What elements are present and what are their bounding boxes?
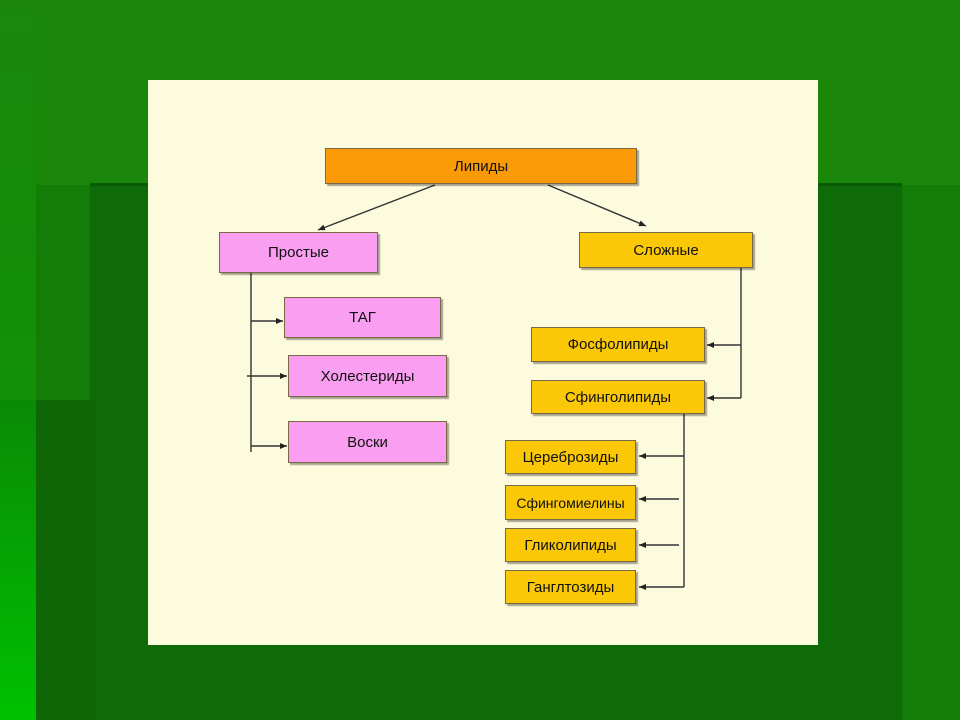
node-sphingomyelins: Сфингомиелины bbox=[505, 485, 636, 520]
node-sphingolipids-label: Сфинголипиды bbox=[564, 388, 672, 406]
node-tag-label: ТАГ bbox=[349, 309, 376, 326]
node-phospholipids: Фосфолипиды bbox=[531, 327, 705, 362]
node-complex: Сложные bbox=[579, 232, 753, 268]
node-simple-label: Простые bbox=[268, 244, 329, 261]
node-waxes: Воски bbox=[288, 421, 447, 463]
node-complex-label: Сложные bbox=[633, 241, 699, 259]
node-cerebrosides: Цереброзиды bbox=[505, 440, 636, 474]
node-tag: ТАГ bbox=[284, 297, 441, 338]
node-cerebrosides-label: Цереброзиды bbox=[522, 448, 619, 466]
node-cholesterides: Холестериды bbox=[288, 355, 447, 397]
node-gangliosides: Ганглтозиды bbox=[505, 570, 636, 604]
node-sphingomyelins-label: Сфингомиелины bbox=[516, 494, 625, 511]
node-waxes-label: Воски bbox=[347, 433, 388, 451]
node-glycolipids: Гликолипиды bbox=[505, 528, 636, 562]
background-left-edge bbox=[0, 0, 36, 400]
node-sphingolipids: Сфинголипиды bbox=[531, 380, 705, 414]
node-phospholipids-label: Фосфолипиды bbox=[567, 336, 669, 353]
background-left-gradient bbox=[0, 400, 36, 720]
node-lipids: Липиды bbox=[325, 148, 637, 184]
background-panel-lower bbox=[36, 400, 96, 720]
node-gangliosides-label: Ганглтозиды bbox=[526, 578, 615, 596]
node-glycolipids-label: Гликолипиды bbox=[524, 536, 617, 554]
node-cholesterides-label: Холестериды bbox=[320, 367, 415, 385]
node-simple: Простые bbox=[219, 232, 378, 273]
node-lipids-label: Липиды bbox=[453, 157, 509, 175]
